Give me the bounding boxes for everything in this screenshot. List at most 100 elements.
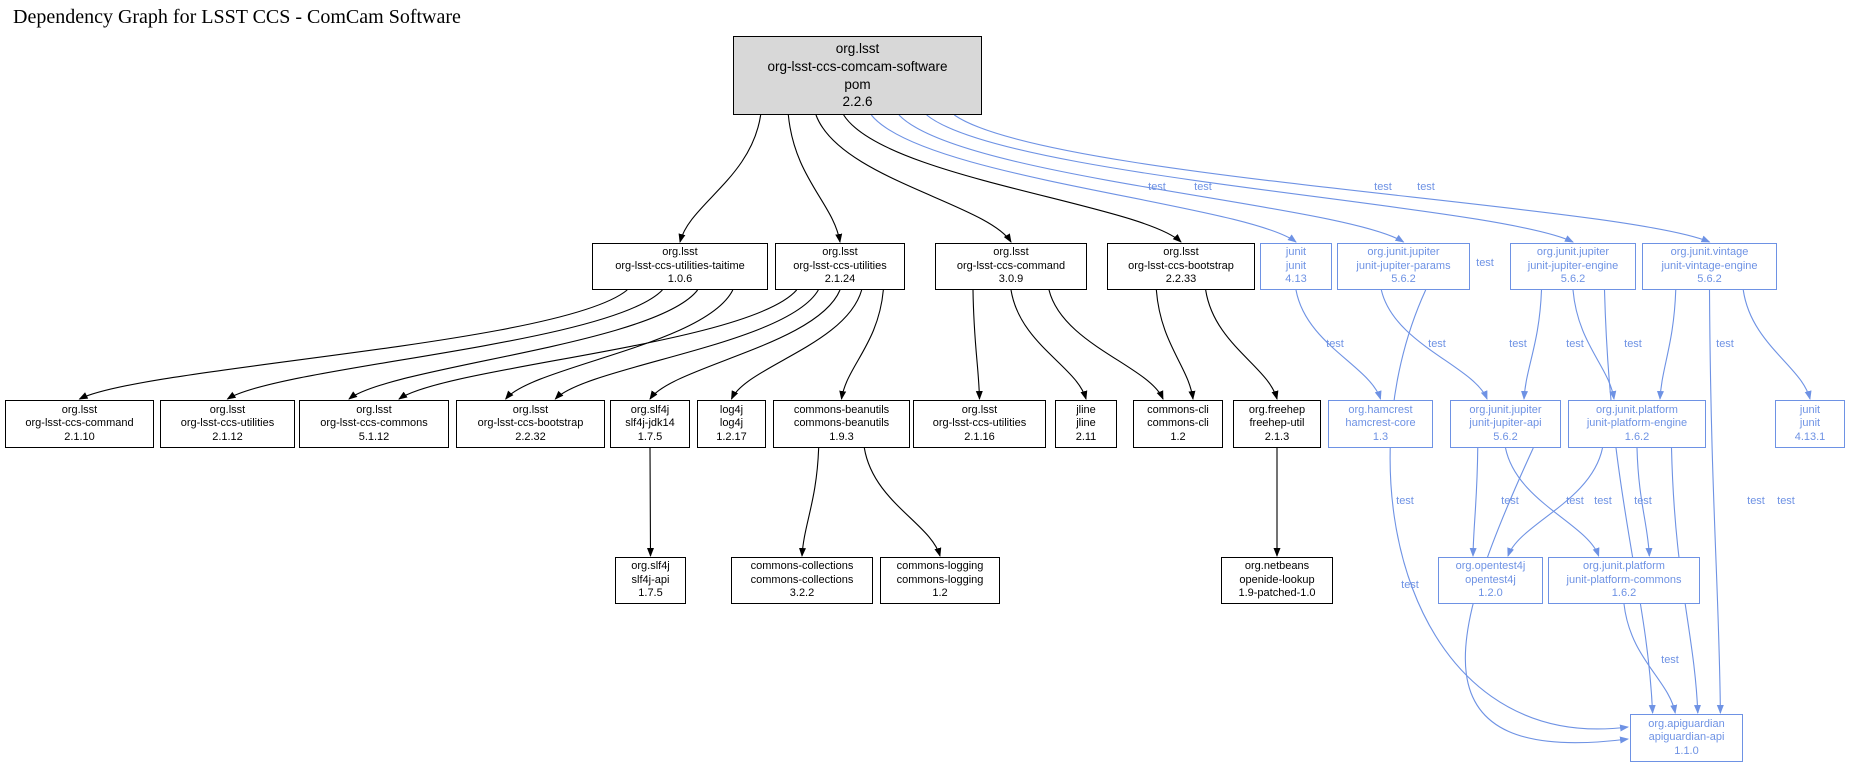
node-packaging: junit xyxy=(1285,259,1307,272)
node-version: 2.2.32 xyxy=(515,430,546,443)
edge-label-jupiter-api-opentest4j: test xyxy=(1501,495,1519,507)
edge-beanutils-commons-logging xyxy=(863,447,942,557)
node-packaging: slf4j-api xyxy=(631,573,670,586)
edge-taitime-utilities-2112 xyxy=(226,289,663,400)
node-version: 2.1.10 xyxy=(64,430,95,443)
edge-root-junit-413 xyxy=(870,114,1297,243)
node-packaging: apiguardian-api xyxy=(1648,731,1725,744)
node-version: 1.9-patched-1.0 xyxy=(1238,587,1316,600)
node-group: junit xyxy=(1799,403,1821,416)
node-version: 2.1.24 xyxy=(824,273,856,286)
node-group: org.lsst xyxy=(512,403,549,416)
node-packaging: commons-logging xyxy=(896,573,984,586)
edge-label-jupiter-api-apiguardian: test xyxy=(1396,495,1414,507)
edge-label-root-vintage-engine: test xyxy=(1417,181,1435,193)
edge-utilities-2124-bootstrap-2232 xyxy=(554,289,819,400)
edge-taitime-bootstrap-2232 xyxy=(505,289,734,400)
edge-label-jupiter-engine-apiguardian: test xyxy=(1401,579,1419,591)
node-packaging: junit-jupiter-params xyxy=(1356,259,1451,272)
node-version: 1.6.2 xyxy=(1624,430,1650,443)
edge-label-platform-commons-apiguardian: test xyxy=(1661,654,1679,666)
edge-beanutils-commons-collections xyxy=(799,447,820,557)
node-group: org.junit.jupiter xyxy=(1367,246,1440,259)
node-version: 2.1.3 xyxy=(1264,430,1290,443)
node-version: 1.9.3 xyxy=(829,430,854,443)
node-version: 5.6.2 xyxy=(1697,273,1722,286)
node-packaging: org-lsst-ccs-utilities xyxy=(932,417,1027,430)
node-packaging: junit-jupiter-engine xyxy=(1527,259,1619,272)
edge-label-platform-engine-opentest4j: test xyxy=(1594,495,1612,507)
node-version: 2.1.12 xyxy=(212,430,243,443)
node-version: 1.2 xyxy=(1170,430,1186,443)
edge-jupiter-api-platform-commons xyxy=(1504,447,1600,557)
node-group: org.lsst xyxy=(961,403,998,416)
edge-label-vintage-engine-apiguardian: test xyxy=(1777,495,1795,507)
edge-root-jupiter-engine xyxy=(926,114,1574,243)
node-group: log4j xyxy=(719,403,744,416)
node-version: 2.1.16 xyxy=(964,430,995,443)
node-packaging: commons-cli xyxy=(1147,417,1209,430)
node-packaging: jline xyxy=(1076,417,1096,430)
node-group: commons-logging xyxy=(896,560,984,573)
node-version: 1.2 xyxy=(932,587,948,600)
node-version: 4.13.1 xyxy=(1794,430,1826,443)
edge-root-bootstrap-2233 xyxy=(843,114,1182,243)
node-version: 1.7.5 xyxy=(638,587,663,600)
edge-label-vintage-engine-platform-engine: test xyxy=(1624,338,1642,350)
node-group: org.slf4j xyxy=(631,560,670,573)
node-group: org.junit.platform xyxy=(1596,403,1678,416)
edge-root-jupiter-params xyxy=(898,114,1405,243)
node-group: org.junit.vintage xyxy=(1670,246,1749,259)
node-version: 3.0.9 xyxy=(998,273,1024,286)
node-group: org.junit.jupiter xyxy=(1469,403,1542,416)
node-group: junit xyxy=(1285,246,1307,259)
node-group: org.lsst xyxy=(835,41,880,57)
node-artifact: org-lsst-ccs-comcam-software xyxy=(767,58,948,74)
edge-taitime-command-2110 xyxy=(78,289,628,400)
node-packaging: slf4j-jdk14 xyxy=(625,417,675,430)
node-group: org.lsst xyxy=(1163,246,1199,259)
node-packaging: org-lsst-ccs-utilities xyxy=(793,259,887,272)
edge-label-jupiter-engine-jupiter-api: test xyxy=(1509,338,1527,350)
node-version: 1.6.2 xyxy=(1611,587,1637,600)
node-packaging: log4j xyxy=(719,417,744,430)
node-group: commons-cli xyxy=(1147,403,1209,416)
node-packaging: commons-collections xyxy=(750,573,854,586)
node-group: org.lsst xyxy=(61,403,98,416)
node-group: org.freehep xyxy=(1248,403,1306,416)
edge-bootstrap-2233-freehep xyxy=(1205,289,1279,400)
edge-label-root-jupiter-engine: test xyxy=(1374,181,1392,193)
edge-vintage-engine-apiguardian xyxy=(1708,289,1724,714)
node-packaging: org-lsst-ccs-bootstrap xyxy=(1128,259,1234,272)
edge-root-command-309 xyxy=(815,114,1012,243)
node-packaging: junit-platform-engine xyxy=(1586,417,1688,430)
graph-title: Dependency Graph for LSST CCS - ComCam S… xyxy=(13,6,461,28)
edge-utilities-2124-beanutils xyxy=(839,289,884,400)
edge-taitime-commons-5112 xyxy=(348,289,699,400)
node-packaging: pom xyxy=(844,76,871,92)
node-version: 1.3 xyxy=(1372,430,1389,443)
node-packaging: freehep-util xyxy=(1249,417,1305,430)
node-packaging: org-lsst-ccs-command xyxy=(25,417,134,430)
node-group: org.lsst xyxy=(993,246,1029,259)
edge-label-root-jupiter-params: test xyxy=(1194,181,1212,193)
node-version: 1.2.17 xyxy=(716,430,747,443)
node-group: org.apiguardian xyxy=(1648,717,1725,730)
